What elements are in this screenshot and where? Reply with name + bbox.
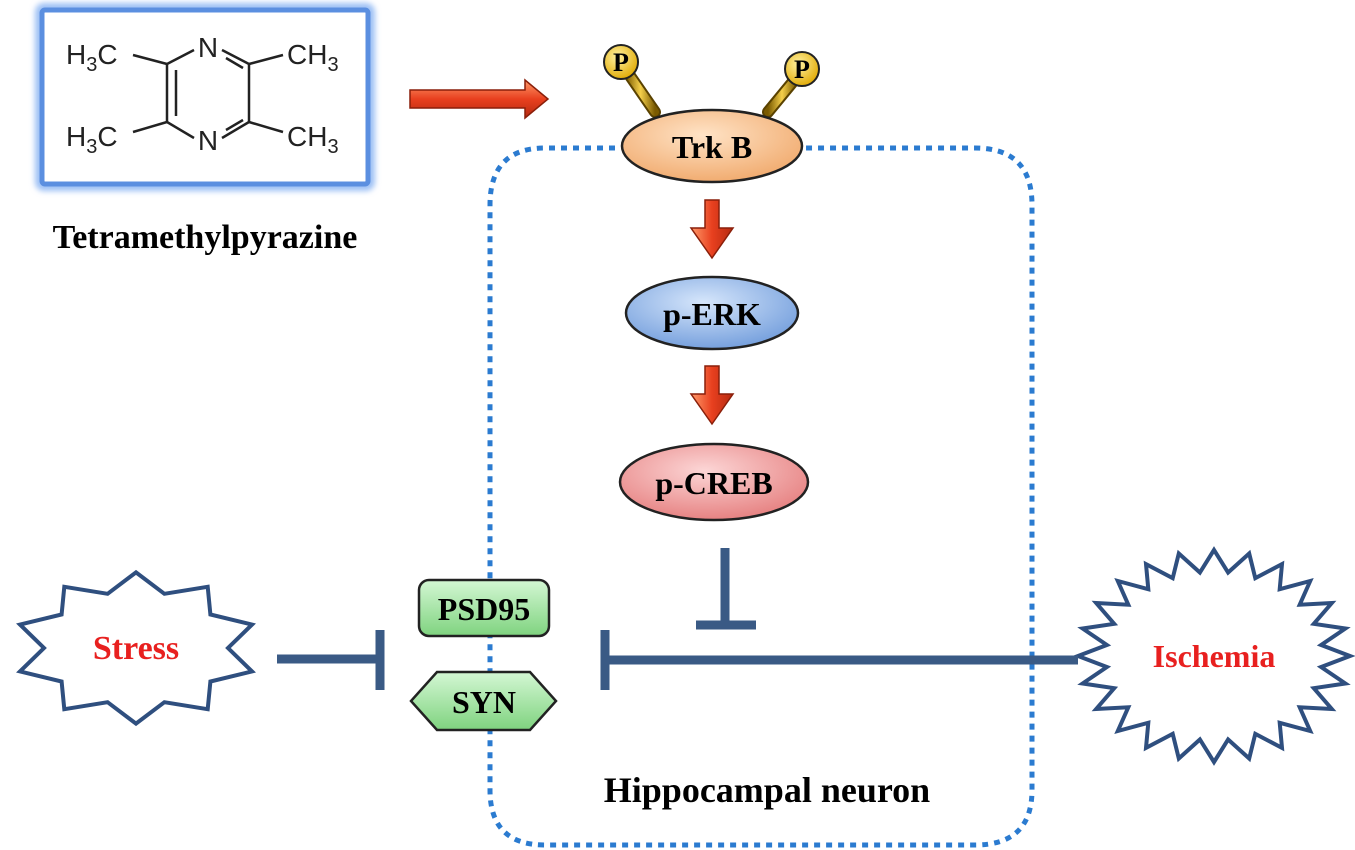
substituent-bottom-left: H3C (66, 121, 118, 158)
inhibition-ischemia (600, 630, 1078, 690)
ischemia-burst (1072, 546, 1355, 766)
activation-arrow-trkb-to-erk (689, 199, 735, 260)
psd95-label: PSD95 (438, 591, 530, 627)
molecule-name: Tetramethylpyrazine (53, 219, 358, 256)
ischemia-label: Ischemia (1153, 638, 1276, 674)
substituent-top-left: H3C (66, 39, 118, 76)
trkb-label: Trk B (672, 129, 752, 165)
p-erk-label: p-ERK (663, 296, 761, 332)
pyrazine-ring (132, 48, 284, 140)
phospho-group-left: P (603, 44, 661, 118)
stress-burst (16, 569, 256, 727)
inhibition-stress (277, 630, 385, 690)
p-creb-label: p-CREB (655, 465, 772, 501)
neuron-boundary (487, 145, 1035, 848)
phospho-group-right: P (762, 51, 820, 118)
p-erk-node (624, 275, 800, 351)
phospho-label-right: P (794, 55, 810, 84)
molecule-structure: N N H3C CH3 H3C CH3 (35, 3, 375, 191)
syn-node (409, 670, 558, 732)
psd95-node (417, 578, 551, 638)
substituent-top-right: CH3 (287, 39, 339, 76)
ring-nitrogen-top: N (198, 32, 218, 63)
trkb-node (620, 108, 804, 184)
syn-label: SYN (452, 684, 516, 720)
inhibition-creb (696, 548, 756, 630)
molecule-box (39, 7, 371, 187)
activation-arrow-erk-to-creb (689, 365, 735, 426)
cell-label: Hippocampal neuron (604, 770, 930, 810)
p-creb-node (618, 442, 810, 522)
activation-arrow-drug-to-trkb (409, 78, 550, 120)
substituent-bottom-right: CH3 (287, 121, 339, 158)
stress-label: Stress (93, 630, 179, 667)
ring-nitrogen-bottom: N (198, 125, 218, 156)
phospho-label-left: P (613, 48, 629, 77)
